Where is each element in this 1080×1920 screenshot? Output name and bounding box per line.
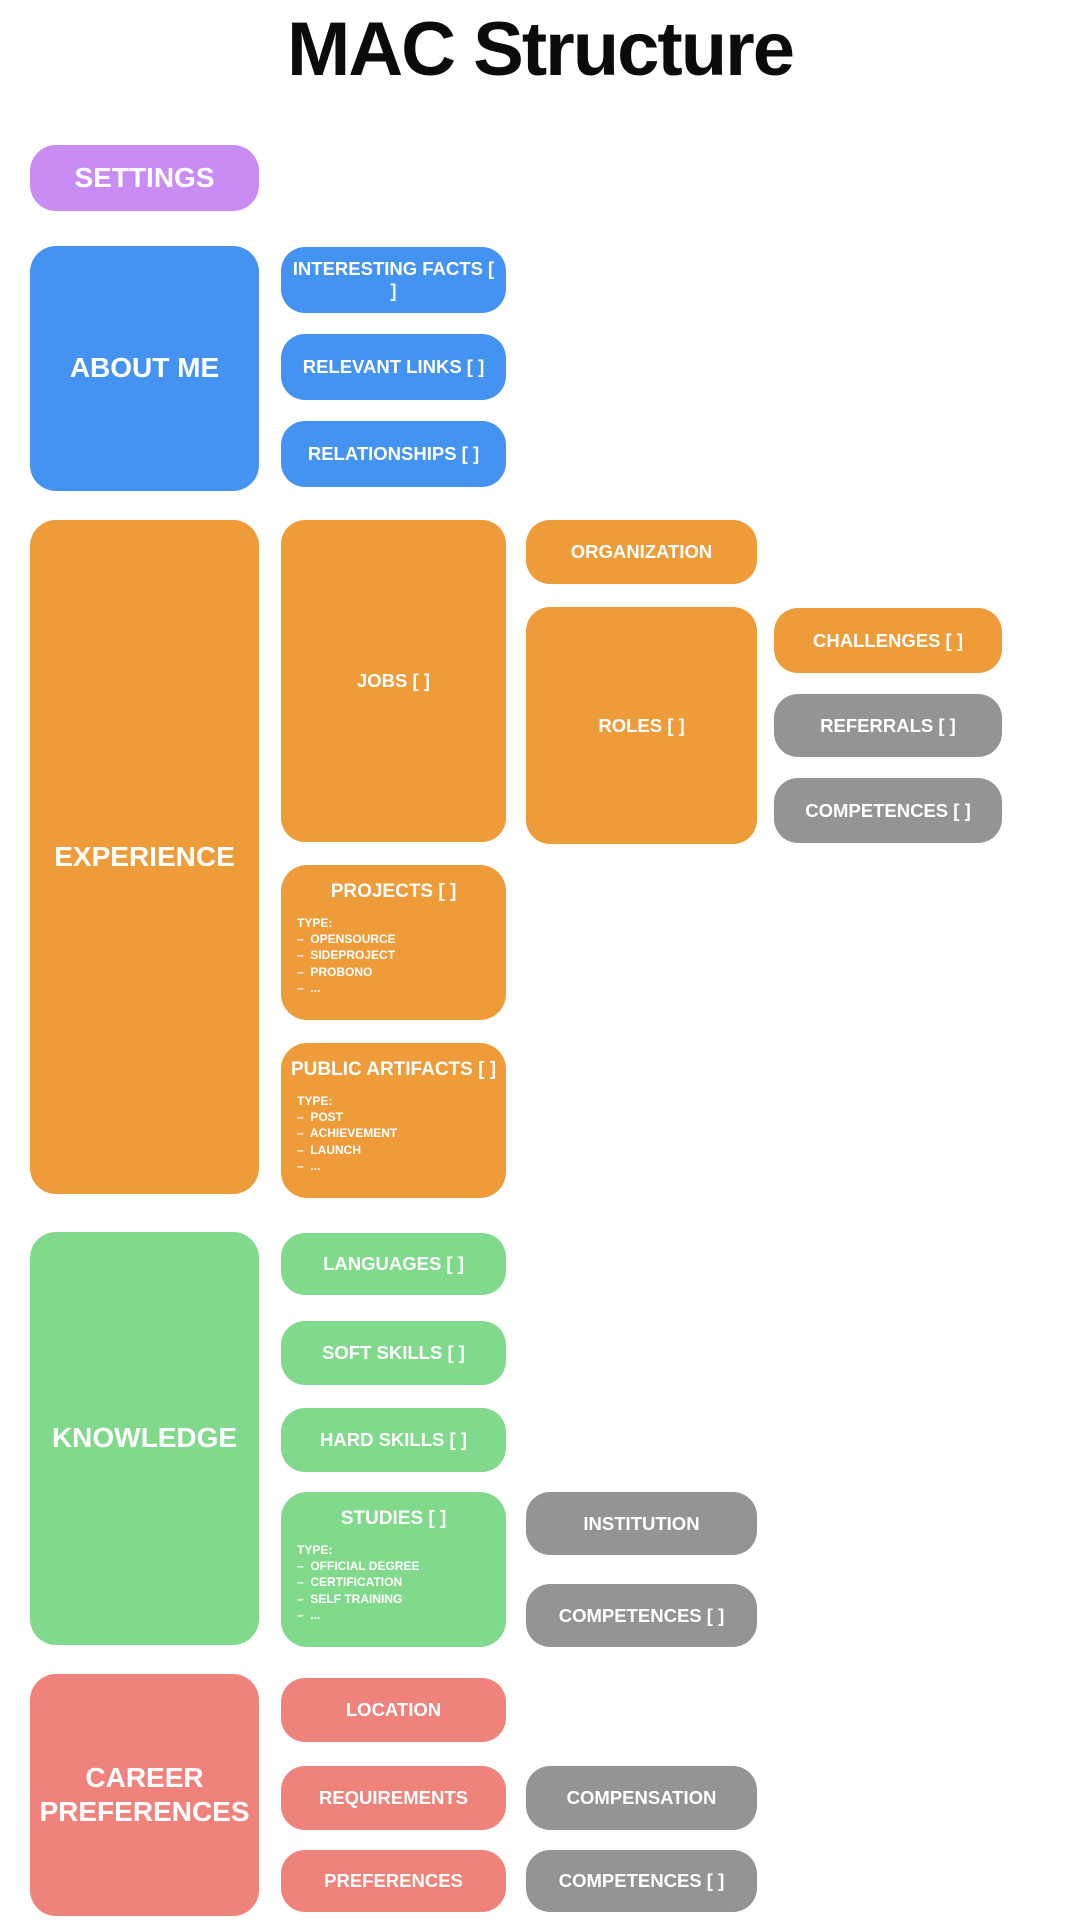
jobs-block: JOBS [ ] — [281, 520, 506, 842]
relevant-links-label: RELEVANT LINKS [ ] — [302, 356, 485, 377]
languages-block: LANGUAGES [ ] — [281, 1233, 506, 1295]
career-competences-block: COMPETENCES [ ] — [526, 1850, 757, 1912]
studies-label: STUDIES [ ] — [340, 1508, 447, 1529]
challenges-label: CHALLENGES [ ] — [812, 629, 964, 651]
interesting-facts-label: INTERESTING FACTS [ ] — [292, 258, 495, 301]
projects-type-item: – ... — [297, 980, 321, 995]
studies-competences-label: COMPETENCES [ ] — [558, 1604, 725, 1626]
career-preferences-block: CAREER PREFERENCES — [30, 1674, 259, 1916]
referrals-label: REFERRALS [ ] — [820, 714, 956, 736]
projects-type-list: TYPE: – OPENSOURCE– SIDEPROJECT– PROBONO–… — [297, 915, 492, 996]
knowledge-block: KNOWLEDGE — [30, 1232, 259, 1645]
preferences-block: PREFERENCES — [281, 1850, 506, 1912]
projects-block: PROJECTS [ ] TYPE: – OPENSOURCE– SIDEPROJE… — [281, 865, 506, 1020]
public-artifacts-type-item: – LAUNCH — [297, 1142, 362, 1157]
settings-label: SETTINGS — [74, 161, 215, 193]
studies-type-heading: TYPE: — [297, 1543, 333, 1557]
institution-block: INSTITUTION — [526, 1492, 757, 1555]
public-artifacts-type-item: – ACHIEVEMENT — [297, 1126, 398, 1141]
requirements-block: REQUIREMENTS — [281, 1766, 506, 1830]
projects-type-item: – OPENSOURCE — [297, 932, 396, 947]
projects-type-heading: TYPE: — [297, 916, 333, 930]
studies-type-item: – ... — [297, 1607, 321, 1622]
studies-competences-block: COMPETENCES [ ] — [526, 1584, 757, 1647]
institution-label: INSTITUTION — [583, 1512, 700, 1534]
projects-type-item: – PROBONO — [297, 964, 373, 979]
compensation-label: COMPENSATION — [566, 1787, 717, 1808]
preferences-label: PREFERENCES — [324, 1870, 463, 1891]
public-artifacts-type-list: TYPE: – POST– ACHIEVEMENT– LAUNCH– ... — [297, 1093, 492, 1174]
settings-block: SETTINGS — [30, 145, 259, 211]
public-artifacts-type-item: – ... — [297, 1158, 321, 1173]
experience-block: EXPERIENCE — [30, 520, 259, 1194]
roles-competences-label: COMPETENCES [ ] — [805, 799, 971, 821]
studies-type-item: – OFFICIAL DEGREE — [297, 1559, 420, 1574]
roles-block: ROLES [ ] — [526, 607, 757, 844]
compensation-block: COMPENSATION — [526, 1766, 757, 1830]
public-artifacts-type-heading: TYPE: — [297, 1094, 333, 1108]
about-me-label: ABOUT ME — [69, 352, 220, 384]
about-me-block: ABOUT ME — [30, 246, 259, 491]
requirements-label: REQUIREMENTS — [318, 1787, 469, 1808]
relevant-links-block: RELEVANT LINKS [ ] — [281, 334, 506, 400]
studies-type-item: – CERTIFICATION — [297, 1575, 403, 1590]
relationships-label: RELATIONSHIPS [ ] — [307, 443, 480, 464]
jobs-label: JOBS [ ] — [357, 670, 430, 691]
roles-competences-block: COMPETENCES [ ] — [774, 778, 1002, 843]
soft-skills-block: SOFT SKILLS [ ] — [281, 1321, 506, 1385]
studies-type-item: – SELF TRAINING — [297, 1591, 403, 1606]
public-artifacts-block: PUBLIC ARTIFACTS [ ] TYPE: – POST– ACHIEVE… — [281, 1043, 506, 1198]
hard-skills-label: HARD SKILLS [ ] — [320, 1429, 467, 1450]
career-competences-label: COMPETENCES [ ] — [558, 1870, 725, 1891]
experience-label: EXPERIENCE — [54, 840, 235, 872]
location-label: LOCATION — [345, 1699, 442, 1720]
relationships-block: RELATIONSHIPS [ ] — [281, 421, 506, 487]
hard-skills-block: HARD SKILLS [ ] — [281, 1408, 506, 1472]
projects-type-item: – SIDEPROJECT — [297, 948, 396, 963]
knowledge-label: KNOWLEDGE — [51, 1422, 238, 1454]
page-title: MAC Structure — [286, 7, 795, 92]
soft-skills-label: SOFT SKILLS [ ] — [322, 1342, 465, 1363]
languages-label: LANGUAGES [ ] — [323, 1253, 464, 1274]
challenges-block: CHALLENGES [ ] — [774, 608, 1002, 673]
career-preferences-label: CAREER PREFERENCES — [39, 1761, 250, 1827]
public-artifacts-type-item: – POST — [297, 1110, 344, 1125]
organization-label: ORGANIZATION — [570, 541, 713, 562]
organization-block: ORGANIZATION — [526, 520, 757, 584]
interesting-facts-block: INTERESTING FACTS [ ] — [281, 247, 506, 313]
studies-type-list: TYPE: – OFFICIAL DEGREE– CERTIFICATION– S… — [297, 1542, 492, 1623]
studies-block: STUDIES [ ] TYPE: – OFFICIAL DEGREE– CERTI… — [281, 1492, 506, 1647]
location-block: LOCATION — [281, 1678, 506, 1742]
public-artifacts-label: PUBLIC ARTIFACTS [ ] — [290, 1059, 497, 1080]
projects-label: PROJECTS [ ] — [330, 881, 457, 902]
referrals-block: REFERRALS [ ] — [774, 694, 1002, 757]
roles-label: ROLES [ ] — [598, 714, 685, 736]
